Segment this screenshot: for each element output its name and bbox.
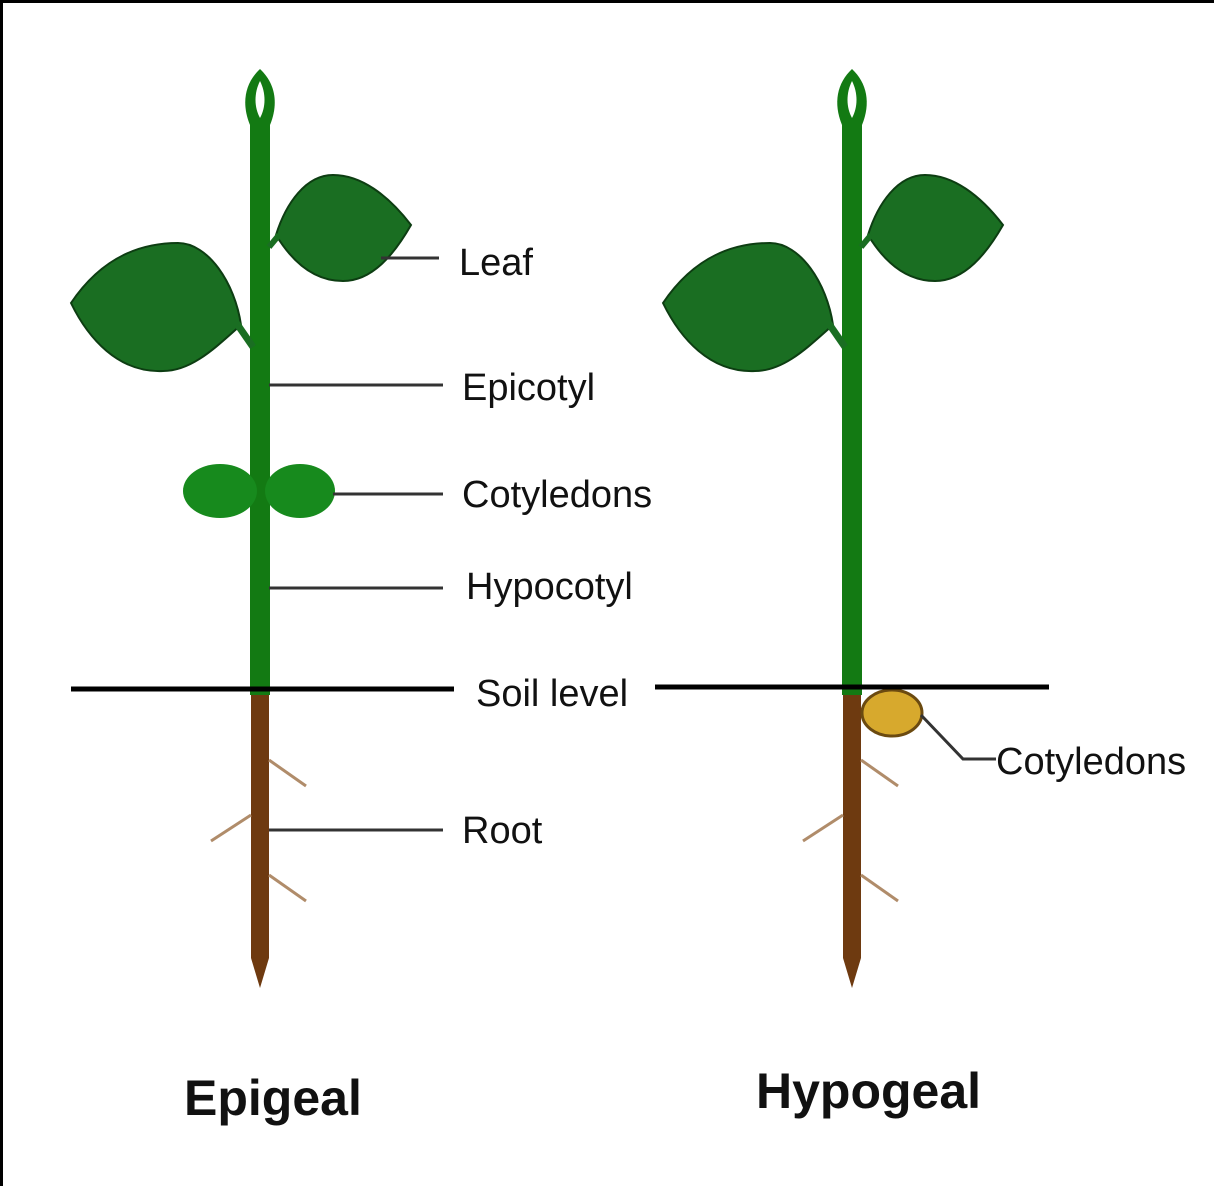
label-hypocotyl: Hypocotyl bbox=[466, 566, 633, 608]
epigeal-stem bbox=[250, 115, 270, 695]
germination-diagram: Leaf Epicotyl Cotyledons Hypocotyl Soil … bbox=[3, 3, 1214, 1189]
label-cotyledons: Cotyledons bbox=[462, 474, 652, 516]
epigeal-root bbox=[251, 693, 269, 988]
label-epicotyl: Epicotyl bbox=[462, 367, 595, 409]
hypogeal-stem bbox=[842, 115, 862, 695]
hypogeal-leaf-right bbox=[868, 175, 1003, 281]
label-cotyledons-hypogeal: Cotyledons bbox=[996, 741, 1186, 783]
epigeal-plant bbox=[71, 69, 411, 988]
caption-hypogeal: Hypogeal bbox=[756, 1063, 981, 1119]
caption-epigeal: Epigeal bbox=[184, 1070, 362, 1126]
label-soil-level: Soil level bbox=[476, 673, 628, 715]
leader-cotyledons-hypogeal bbox=[921, 715, 996, 759]
leader-lines bbox=[269, 258, 996, 830]
hypogeal-plant bbox=[663, 69, 1003, 988]
label-leaf: Leaf bbox=[459, 242, 533, 284]
epigeal-cotyledon-left bbox=[183, 464, 257, 518]
label-root: Root bbox=[462, 810, 543, 852]
epigeal-leaf-left bbox=[71, 243, 241, 371]
epigeal-leaf-right bbox=[276, 175, 411, 281]
epigeal-cotyledon-right bbox=[265, 464, 335, 518]
hypogeal-root bbox=[843, 693, 861, 988]
hypogeal-leaf-left bbox=[663, 243, 833, 371]
hypogeal-cotyledon-seed bbox=[862, 690, 922, 736]
